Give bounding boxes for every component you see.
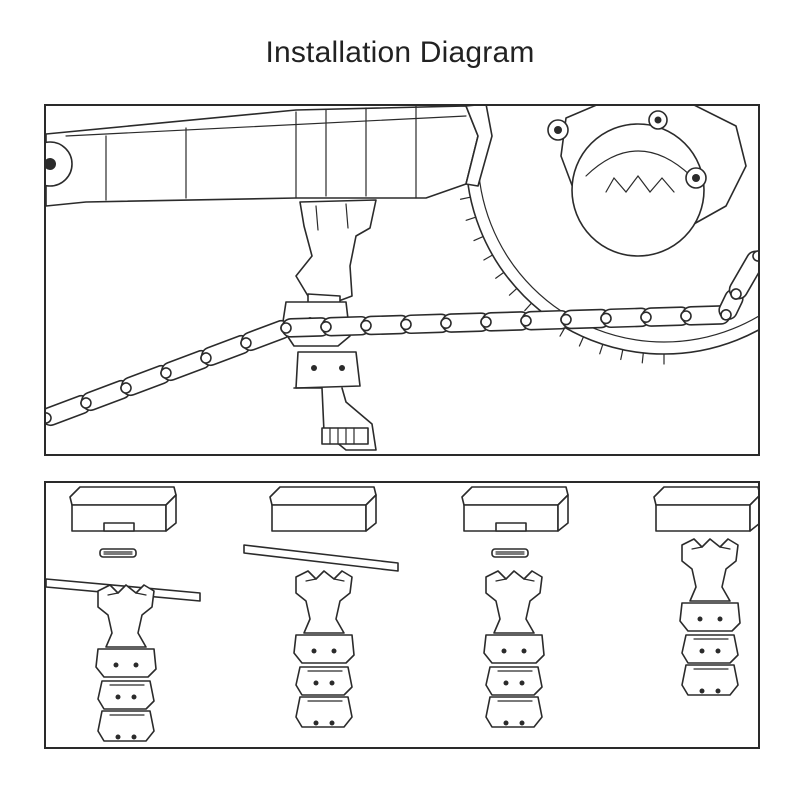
crank-arm xyxy=(46,106,493,207)
step-4-chain-guide xyxy=(679,538,741,696)
step-2-chain-guide xyxy=(293,570,355,728)
step-2-mount-block xyxy=(269,486,377,532)
step-3-chain-guide xyxy=(483,570,545,728)
chain-link xyxy=(360,314,412,336)
step-1-chain-guide xyxy=(95,584,157,742)
installation-steps-illustration xyxy=(46,486,758,742)
chainring xyxy=(455,106,758,365)
installation-steps-panel xyxy=(44,481,760,749)
step-2-assembly xyxy=(243,486,399,728)
step-1-pin xyxy=(99,548,137,558)
step-2-rod xyxy=(243,544,399,572)
step-4-mount-block xyxy=(653,486,758,532)
step-4-assembly xyxy=(653,486,758,696)
diagram-title: Installation Diagram xyxy=(265,36,535,69)
bicycle-chain xyxy=(46,250,758,427)
chain-link xyxy=(640,306,692,327)
installed-view-panel xyxy=(44,104,760,456)
step-1-assembly xyxy=(46,486,201,742)
step-3-assembly xyxy=(461,486,569,728)
chain-link xyxy=(728,250,758,300)
step-3-pin xyxy=(491,548,529,558)
installed-view-illustration xyxy=(46,106,758,451)
chain-link xyxy=(320,315,372,337)
